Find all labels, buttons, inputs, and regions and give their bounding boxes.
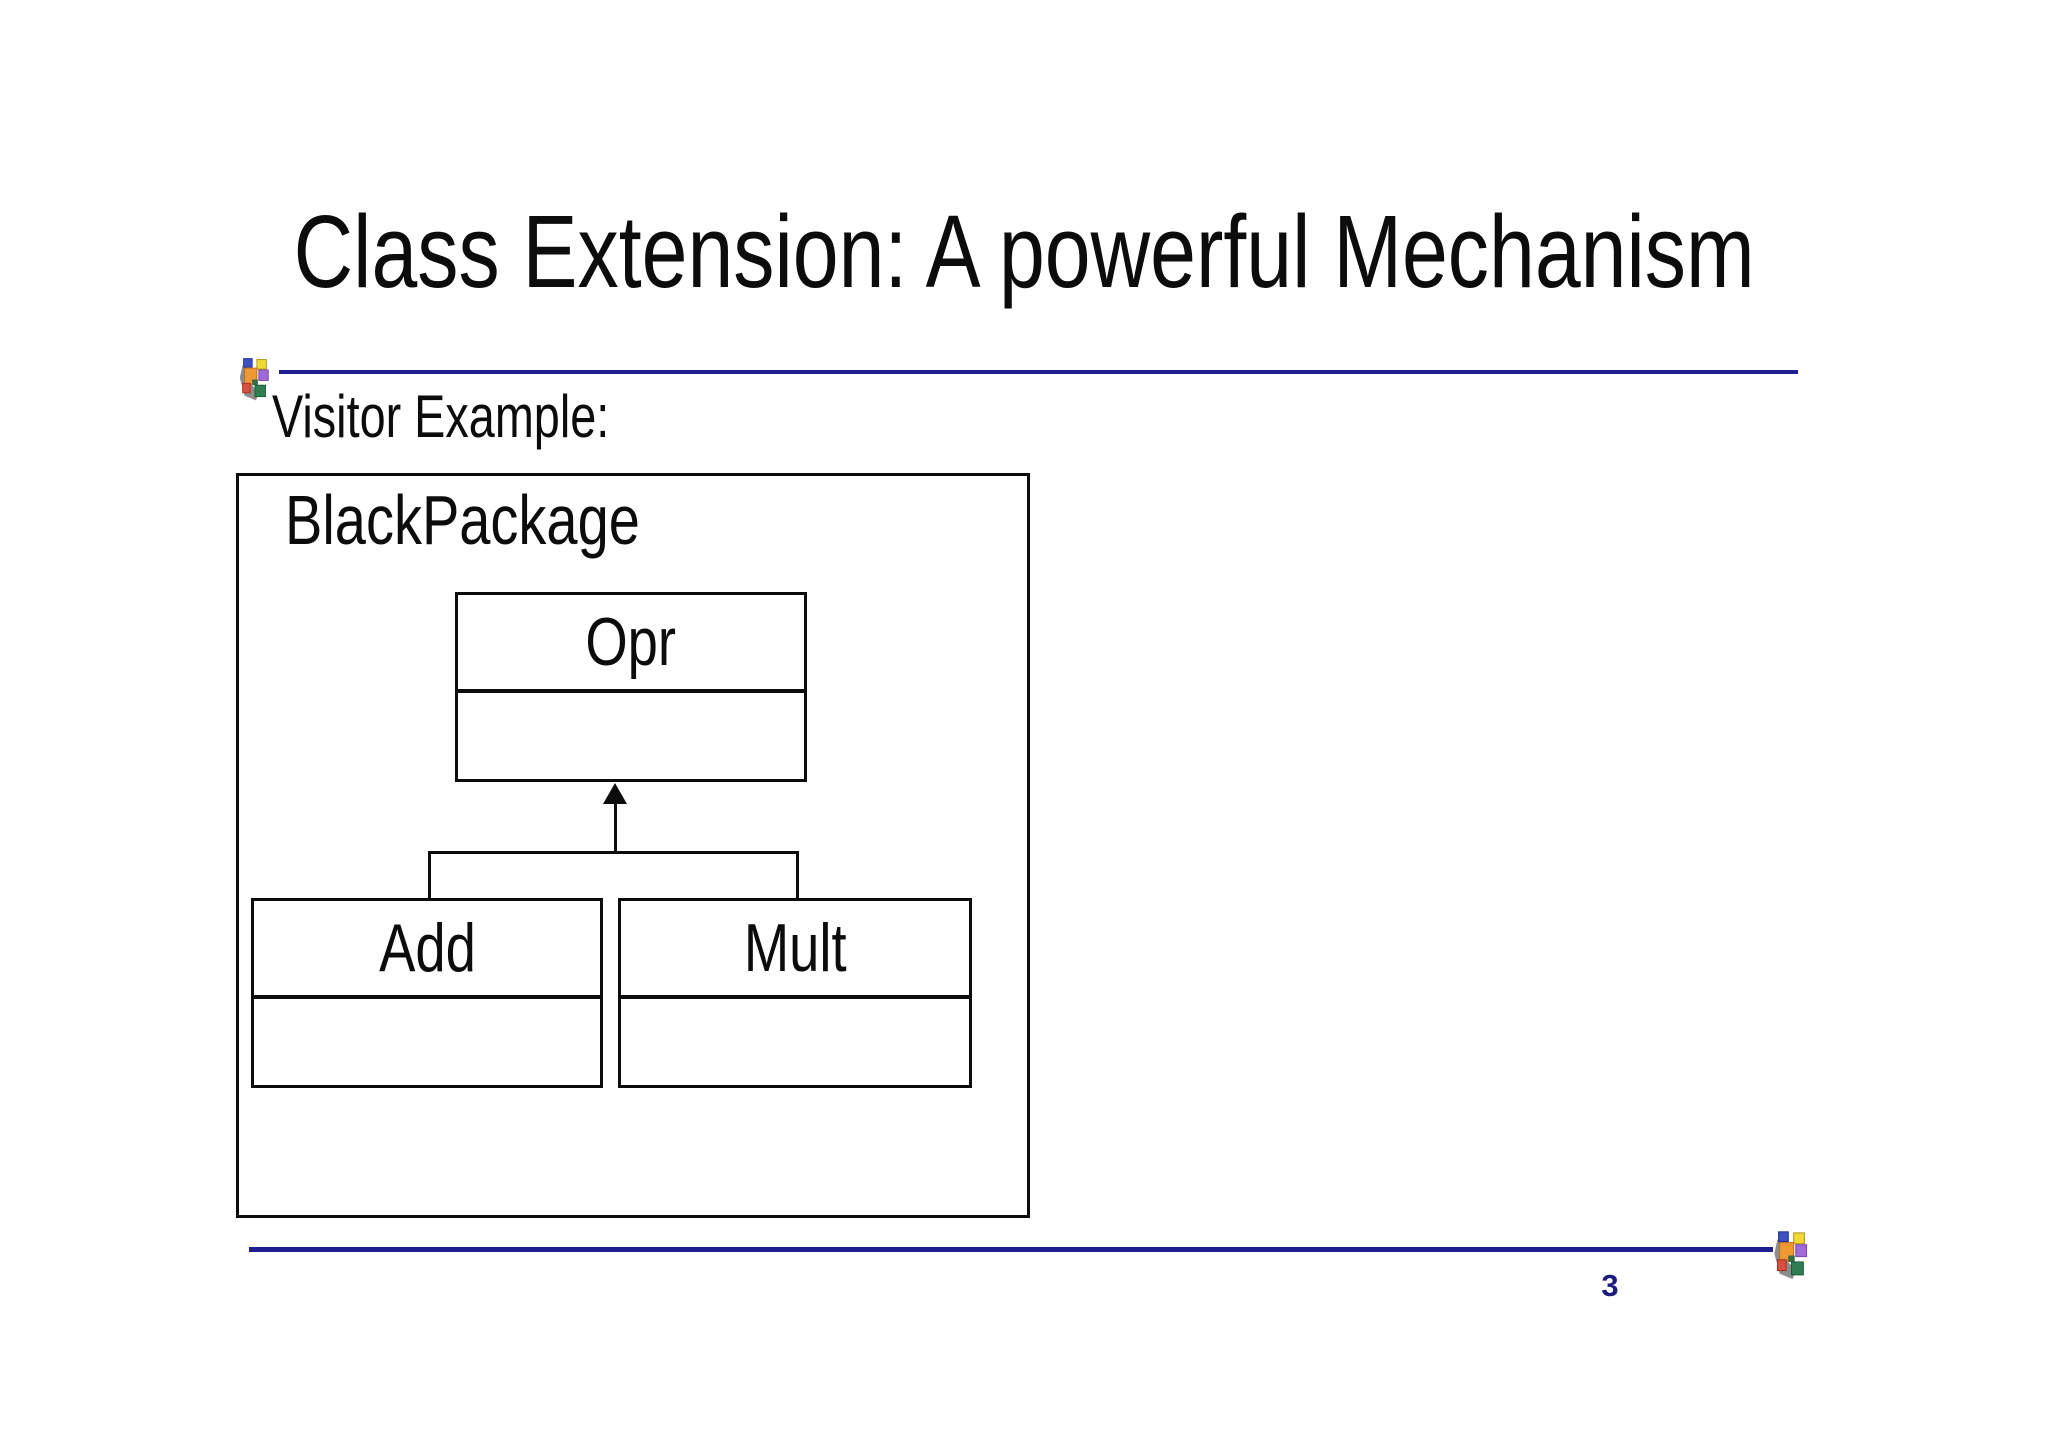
class-title-compartment: Add [254,901,600,999]
footer-rule [249,1247,1773,1252]
generalization-arrowhead-icon [603,783,627,804]
class-attribute-compartment [254,999,600,1085]
blocks-logo-icon [239,358,269,401]
class-box-opr: Opr [455,592,807,782]
package-label-text: BlackPackage [285,481,640,559]
class-box-mult: Mult [618,898,972,1088]
connector-stub-right [796,851,799,898]
generalization-arrow-stem [614,804,617,853]
class-name: Add [378,910,476,986]
class-box-add: Add [251,898,603,1088]
class-attribute-compartment [621,999,969,1085]
connector-horizontal-line [428,851,799,854]
connector-stub-left [428,851,431,898]
class-title-compartment: Mult [621,901,969,999]
class-name: Opr [585,604,677,680]
section-label-text: Visitor Example: [272,383,610,450]
class-name: Mult [743,910,847,986]
page-number: 3 [1601,1268,1619,1303]
package-box: BlackPackage Opr Add Mult [236,473,1030,1218]
class-attribute-compartment [458,693,804,779]
package-label: BlackPackage [285,484,729,556]
blocks-logo-icon [1774,1231,1808,1280]
class-title-compartment: Opr [458,595,804,693]
slide-title-text: Class Extension: A powerful Mechanism [293,194,1755,309]
slide-title: Class Extension: A powerful Mechanism [0,200,2048,303]
section-label: Visitor Example: [272,385,704,449]
header-rule [279,370,1798,374]
